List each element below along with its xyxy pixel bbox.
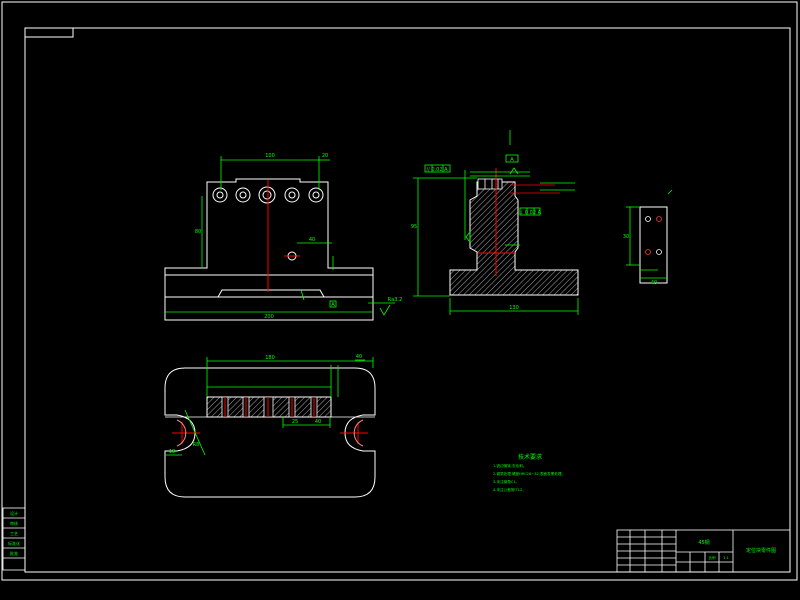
dim-plan-slot-a: 25: [292, 419, 298, 425]
title-drawing-name: 定位块零件图: [746, 547, 776, 554]
dim-base-width: 200: [264, 314, 274, 320]
dim-plan-left: 18: [169, 449, 175, 455]
title-material: 45钢: [698, 539, 709, 546]
notes-title: 技术要求: [518, 453, 542, 461]
dim-left-height: 80: [195, 229, 201, 235]
dim-plan-slot-b: 40: [315, 419, 321, 425]
dim-hole-offset: 40: [309, 237, 315, 243]
left-table-row-3: 工艺: [10, 531, 18, 536]
dim-plan-width: 180: [265, 355, 275, 361]
plan-view: 180 40 25 40 R8 18: [164, 354, 376, 498]
roughness-front: Ra3.2: [388, 297, 402, 303]
notes-line-3: 3.未注倒角C1。: [493, 479, 519, 484]
left-side-table: 设计 审核 工艺 标准化 批准: [2, 507, 26, 571]
technical-notes: 技术要求 1.锐边倒钝,去毛刺。 2.调质处理,硬度HRC28~32,表面发黑处…: [493, 453, 565, 492]
drawing-frame: [1, 1, 798, 581]
side-dimensions: [413, 130, 579, 315]
plan-dimensions: [165, 357, 374, 456]
dim-top-width: 100: [265, 153, 275, 159]
notes-line-4: 4.未注公差按IT12。: [493, 487, 526, 492]
dim-side-base: 130: [509, 305, 519, 311]
front-dimensions: [165, 156, 395, 316]
front-view: 100 20 80 40 200 A Ra3.2: [164, 153, 402, 321]
dim-detail-height: 30: [623, 234, 629, 240]
title-block: 45钢 定位块零件图 比例 1:1: [616, 529, 791, 573]
left-table-row-4: 标准化: [8, 540, 20, 546]
dim-plan-right: 40: [356, 354, 362, 360]
dim-top-right: 20: [322, 153, 328, 159]
left-table-row-1: 设计: [10, 510, 18, 516]
title-scale-label: 比例: [709, 555, 717, 560]
dim-detail-width: 40: [651, 280, 657, 286]
left-table-row-5: 批准: [10, 550, 18, 556]
dim-side-height: 95: [411, 224, 417, 230]
left-table-row-2: 审核: [10, 520, 18, 526]
detail-view: 30 40: [623, 189, 673, 286]
datum-a-front: A: [331, 302, 335, 308]
notes-line-2: 2.调质处理,硬度HRC28~32,表面发黑处理。: [493, 471, 565, 476]
gdt-frame-1: // 0.02 A: [426, 167, 448, 173]
notes-line-1: 1.锐边倒钝,去毛刺。: [493, 463, 526, 468]
front-holes: [212, 186, 324, 261]
side-section-view: // 0.02 A ⊥ 0.02 A A 95 130: [411, 130, 579, 315]
datum-a-side: A: [510, 157, 514, 163]
dim-plan-radius: R8: [193, 442, 200, 448]
title-scale: 1:1: [723, 556, 729, 560]
gdt-frame-2: ⊥ 0.02 A: [519, 210, 542, 216]
